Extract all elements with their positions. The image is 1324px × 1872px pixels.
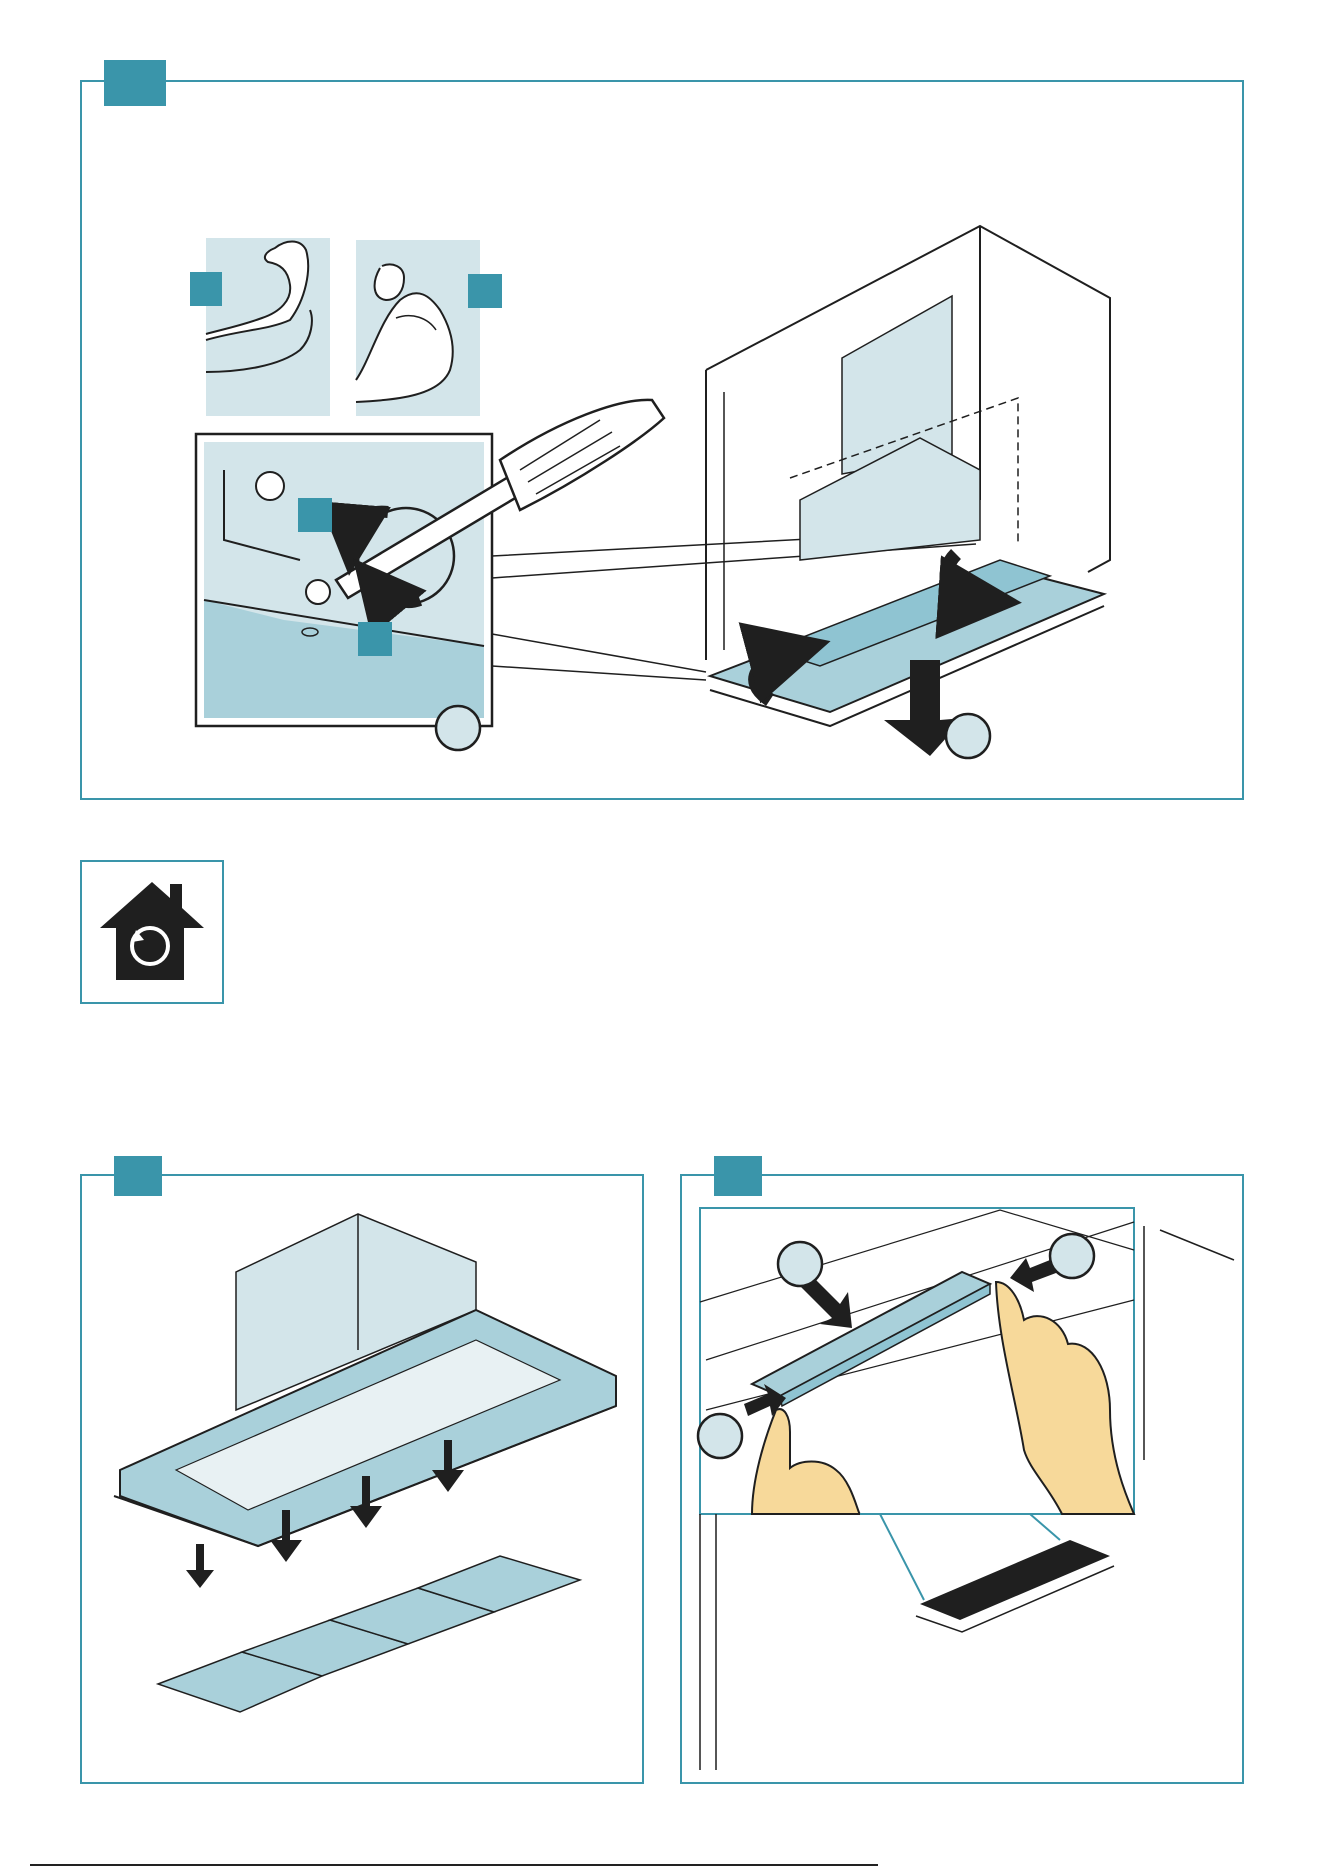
house-with-circular-arrow-icon	[100, 882, 204, 980]
knob-detail	[196, 400, 664, 750]
hood-callout-circle	[946, 714, 990, 758]
knob-marker-2	[358, 622, 392, 656]
grease-filters	[158, 1556, 580, 1712]
weak-arm-marker	[190, 272, 222, 306]
filter-clip-detail	[698, 1208, 1134, 1514]
strong-arm-illustration	[356, 240, 502, 416]
clip-callout-2	[698, 1414, 742, 1458]
detail-callout-circle	[436, 706, 480, 750]
clip-callout-3	[1050, 1234, 1094, 1278]
clip-callout-1	[778, 1242, 822, 1286]
arrow-down-icon	[186, 1544, 214, 1588]
weak-arm-illustration	[190, 238, 330, 416]
cabinet-hood-illustration	[706, 226, 1110, 758]
strong-arm-marker	[468, 274, 502, 308]
knob-marker-1	[298, 498, 332, 532]
